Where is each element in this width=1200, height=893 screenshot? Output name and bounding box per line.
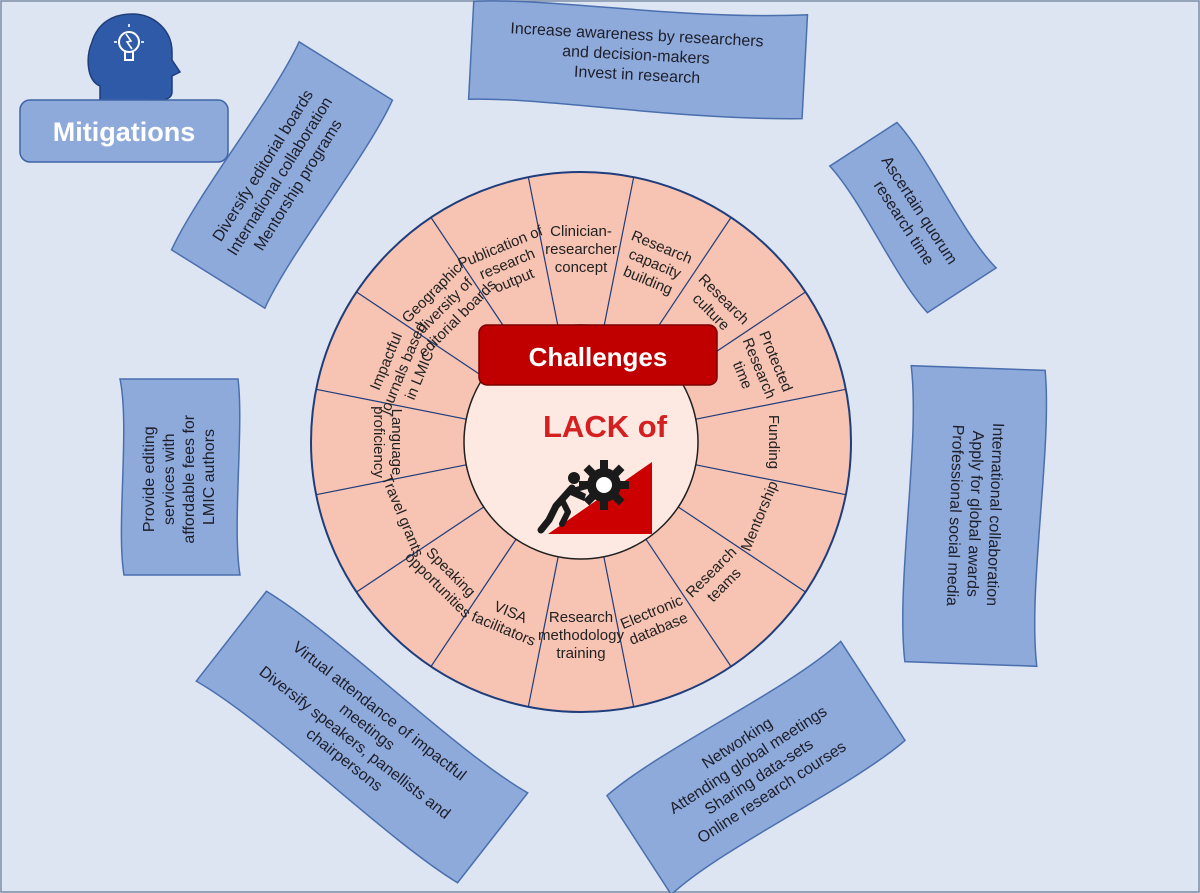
ring-divider bbox=[527, 556, 559, 707]
mitigation-line: LMIC authors bbox=[201, 429, 218, 525]
ring-divider bbox=[316, 464, 467, 496]
mitigation-line: services with bbox=[161, 433, 178, 525]
challenge-segment-line: methodology bbox=[538, 627, 624, 644]
ring-divider bbox=[316, 388, 467, 420]
ring-divider bbox=[645, 217, 732, 346]
challenge-segment-line: researcher bbox=[545, 241, 617, 258]
mitigations-title-text: Mitigations bbox=[53, 117, 196, 147]
mitigation-callout-top: Increase awareness by researchers and de… bbox=[467, 0, 809, 120]
lack-of-text: LACK of bbox=[543, 409, 668, 444]
ring-divider bbox=[677, 506, 806, 593]
ring-divider bbox=[430, 217, 517, 346]
challenge-segment-line: training bbox=[556, 645, 605, 662]
mitigation-line: affordable fees for bbox=[181, 414, 198, 543]
ring-divider bbox=[527, 177, 559, 328]
challenge-segment-line: concept bbox=[555, 259, 608, 276]
ring-divider bbox=[356, 291, 485, 378]
mitigation-callout-right: International collaboration Apply for gl… bbox=[902, 364, 1048, 668]
mitigation-callout-right-text: International collaboration Apply for gl… bbox=[943, 421, 1007, 611]
ring-divider bbox=[603, 177, 635, 328]
challenge-segment-label: Funding bbox=[765, 415, 782, 469]
ring-divider bbox=[603, 556, 635, 707]
challenge-segment-line: Language bbox=[388, 409, 405, 476]
ring-divider bbox=[695, 464, 846, 496]
challenge-segment-label: Languageproficiency bbox=[370, 406, 405, 478]
mitigation-callout-left-text: Provide editing services with affordable… bbox=[141, 410, 218, 543]
mitigations-title: Mitigations bbox=[19, 99, 229, 163]
mitigation-line: Provide editing bbox=[141, 426, 158, 532]
challenges-text: Challenges bbox=[529, 342, 668, 372]
ring-divider bbox=[645, 538, 732, 667]
mitigation-line: Apply for global awards bbox=[963, 430, 986, 597]
challenge-segment-line: Funding bbox=[765, 415, 782, 469]
mitigation-callout-upper-left: Diversify editorial boards International… bbox=[170, 40, 394, 310]
challenge-segment-line: proficiency bbox=[370, 406, 387, 478]
mitigation-line: International collaboration bbox=[983, 423, 1006, 607]
ring-divider bbox=[695, 388, 846, 420]
ring-divider bbox=[430, 538, 517, 667]
person-pushing-gear-icon bbox=[537, 460, 652, 534]
mitigation-line: Invest in research bbox=[574, 64, 701, 88]
challenge-segment-line: Clinician- bbox=[550, 223, 612, 240]
mitigation-callout-left: Provide editing services with affordable… bbox=[119, 378, 241, 576]
challenge-segment-line: Research bbox=[549, 609, 613, 626]
head-lightbulb-icon bbox=[87, 13, 182, 113]
mitigation-callout-upper-right: Ascertain quorum research time bbox=[828, 121, 998, 314]
ring-divider bbox=[356, 506, 485, 593]
challenges-banner: Challenges bbox=[478, 324, 718, 386]
mitigation-line: Professional social media bbox=[943, 424, 966, 606]
